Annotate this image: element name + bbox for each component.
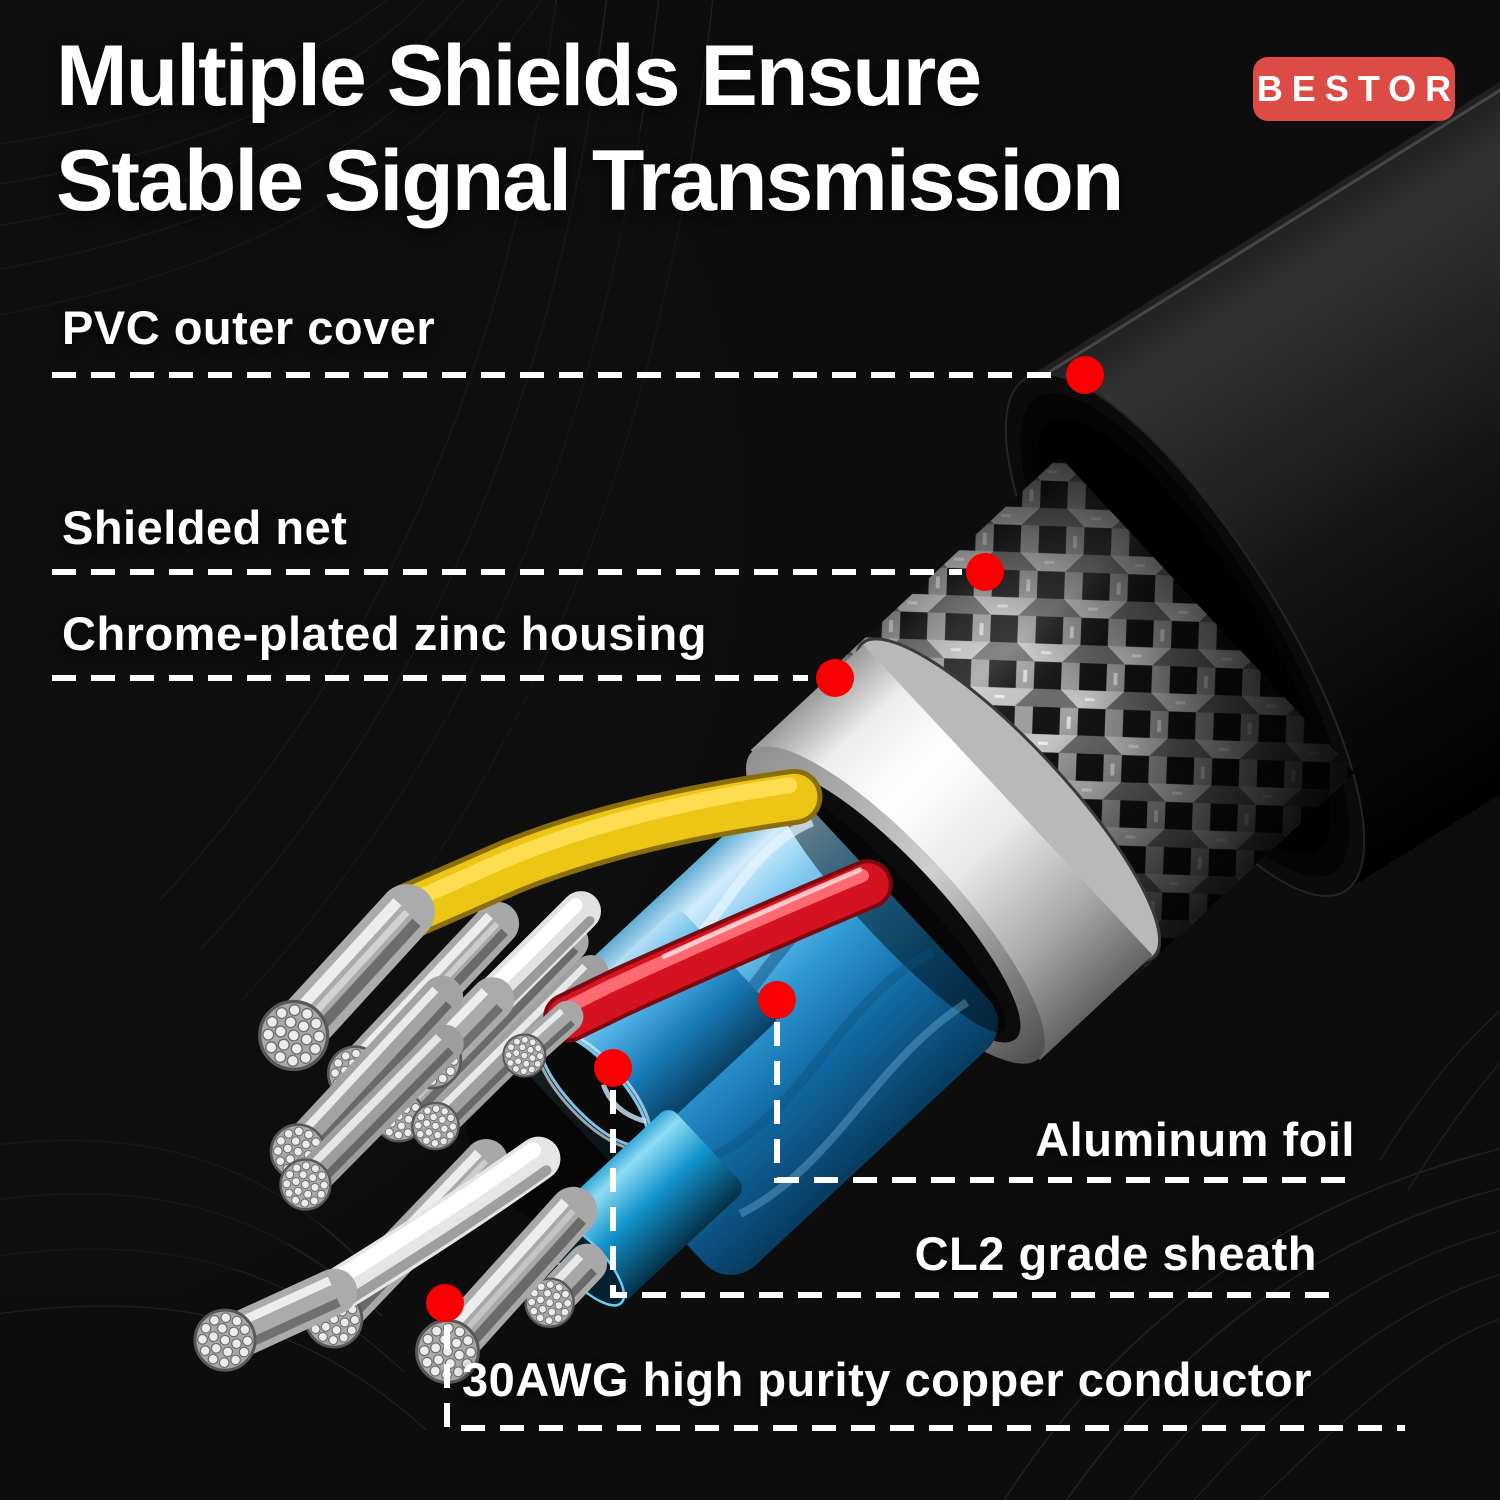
marker-pvc xyxy=(1066,356,1104,394)
white-wire-long xyxy=(181,1136,561,1385)
callout-label-chrome-housing: Chrome-plated zinc housing xyxy=(62,607,707,660)
marker-aluminum-foil xyxy=(758,981,796,1019)
marker-chrome-housing xyxy=(816,659,854,697)
yellow-wire xyxy=(244,768,823,1086)
marker-cl2-sheath xyxy=(594,1049,632,1087)
leader-cl2-sheath xyxy=(610,1090,1332,1298)
callout-label-shielded-net: Shielded net xyxy=(62,501,348,554)
marker-30awg xyxy=(426,1284,464,1322)
callout-leaders xyxy=(52,356,1405,1431)
braided-shield xyxy=(841,456,1355,976)
page-title: Multiple Shields Ensure Stable Signal Tr… xyxy=(56,24,1124,234)
callout-label-30awg-conductor: 30AWG high purity copper conductor xyxy=(462,1353,1312,1406)
leader-aluminum-foil xyxy=(774,1022,1355,1183)
callout-label-aluminum-foil: Aluminum foil xyxy=(1035,1113,1355,1166)
title-line-1: Multiple Shields Ensure xyxy=(56,28,982,124)
red-wire xyxy=(493,859,893,1087)
brand-logo-text: BESTOR xyxy=(1256,68,1461,109)
callout-label-cl2-sheath: CL2 grade sheath xyxy=(914,1227,1317,1280)
copper-strand-bundle-30awg xyxy=(402,1186,598,1397)
leader-30awg xyxy=(444,1325,1405,1431)
copper-strand-bundles-mid xyxy=(258,901,520,1221)
brand-logo: BESTOR xyxy=(1253,57,1455,121)
title-line-2: Stable Signal Transmission xyxy=(56,132,1124,229)
marker-shielded-net xyxy=(966,553,1004,591)
callout-label-pvc: PVC outer cover xyxy=(62,301,436,354)
